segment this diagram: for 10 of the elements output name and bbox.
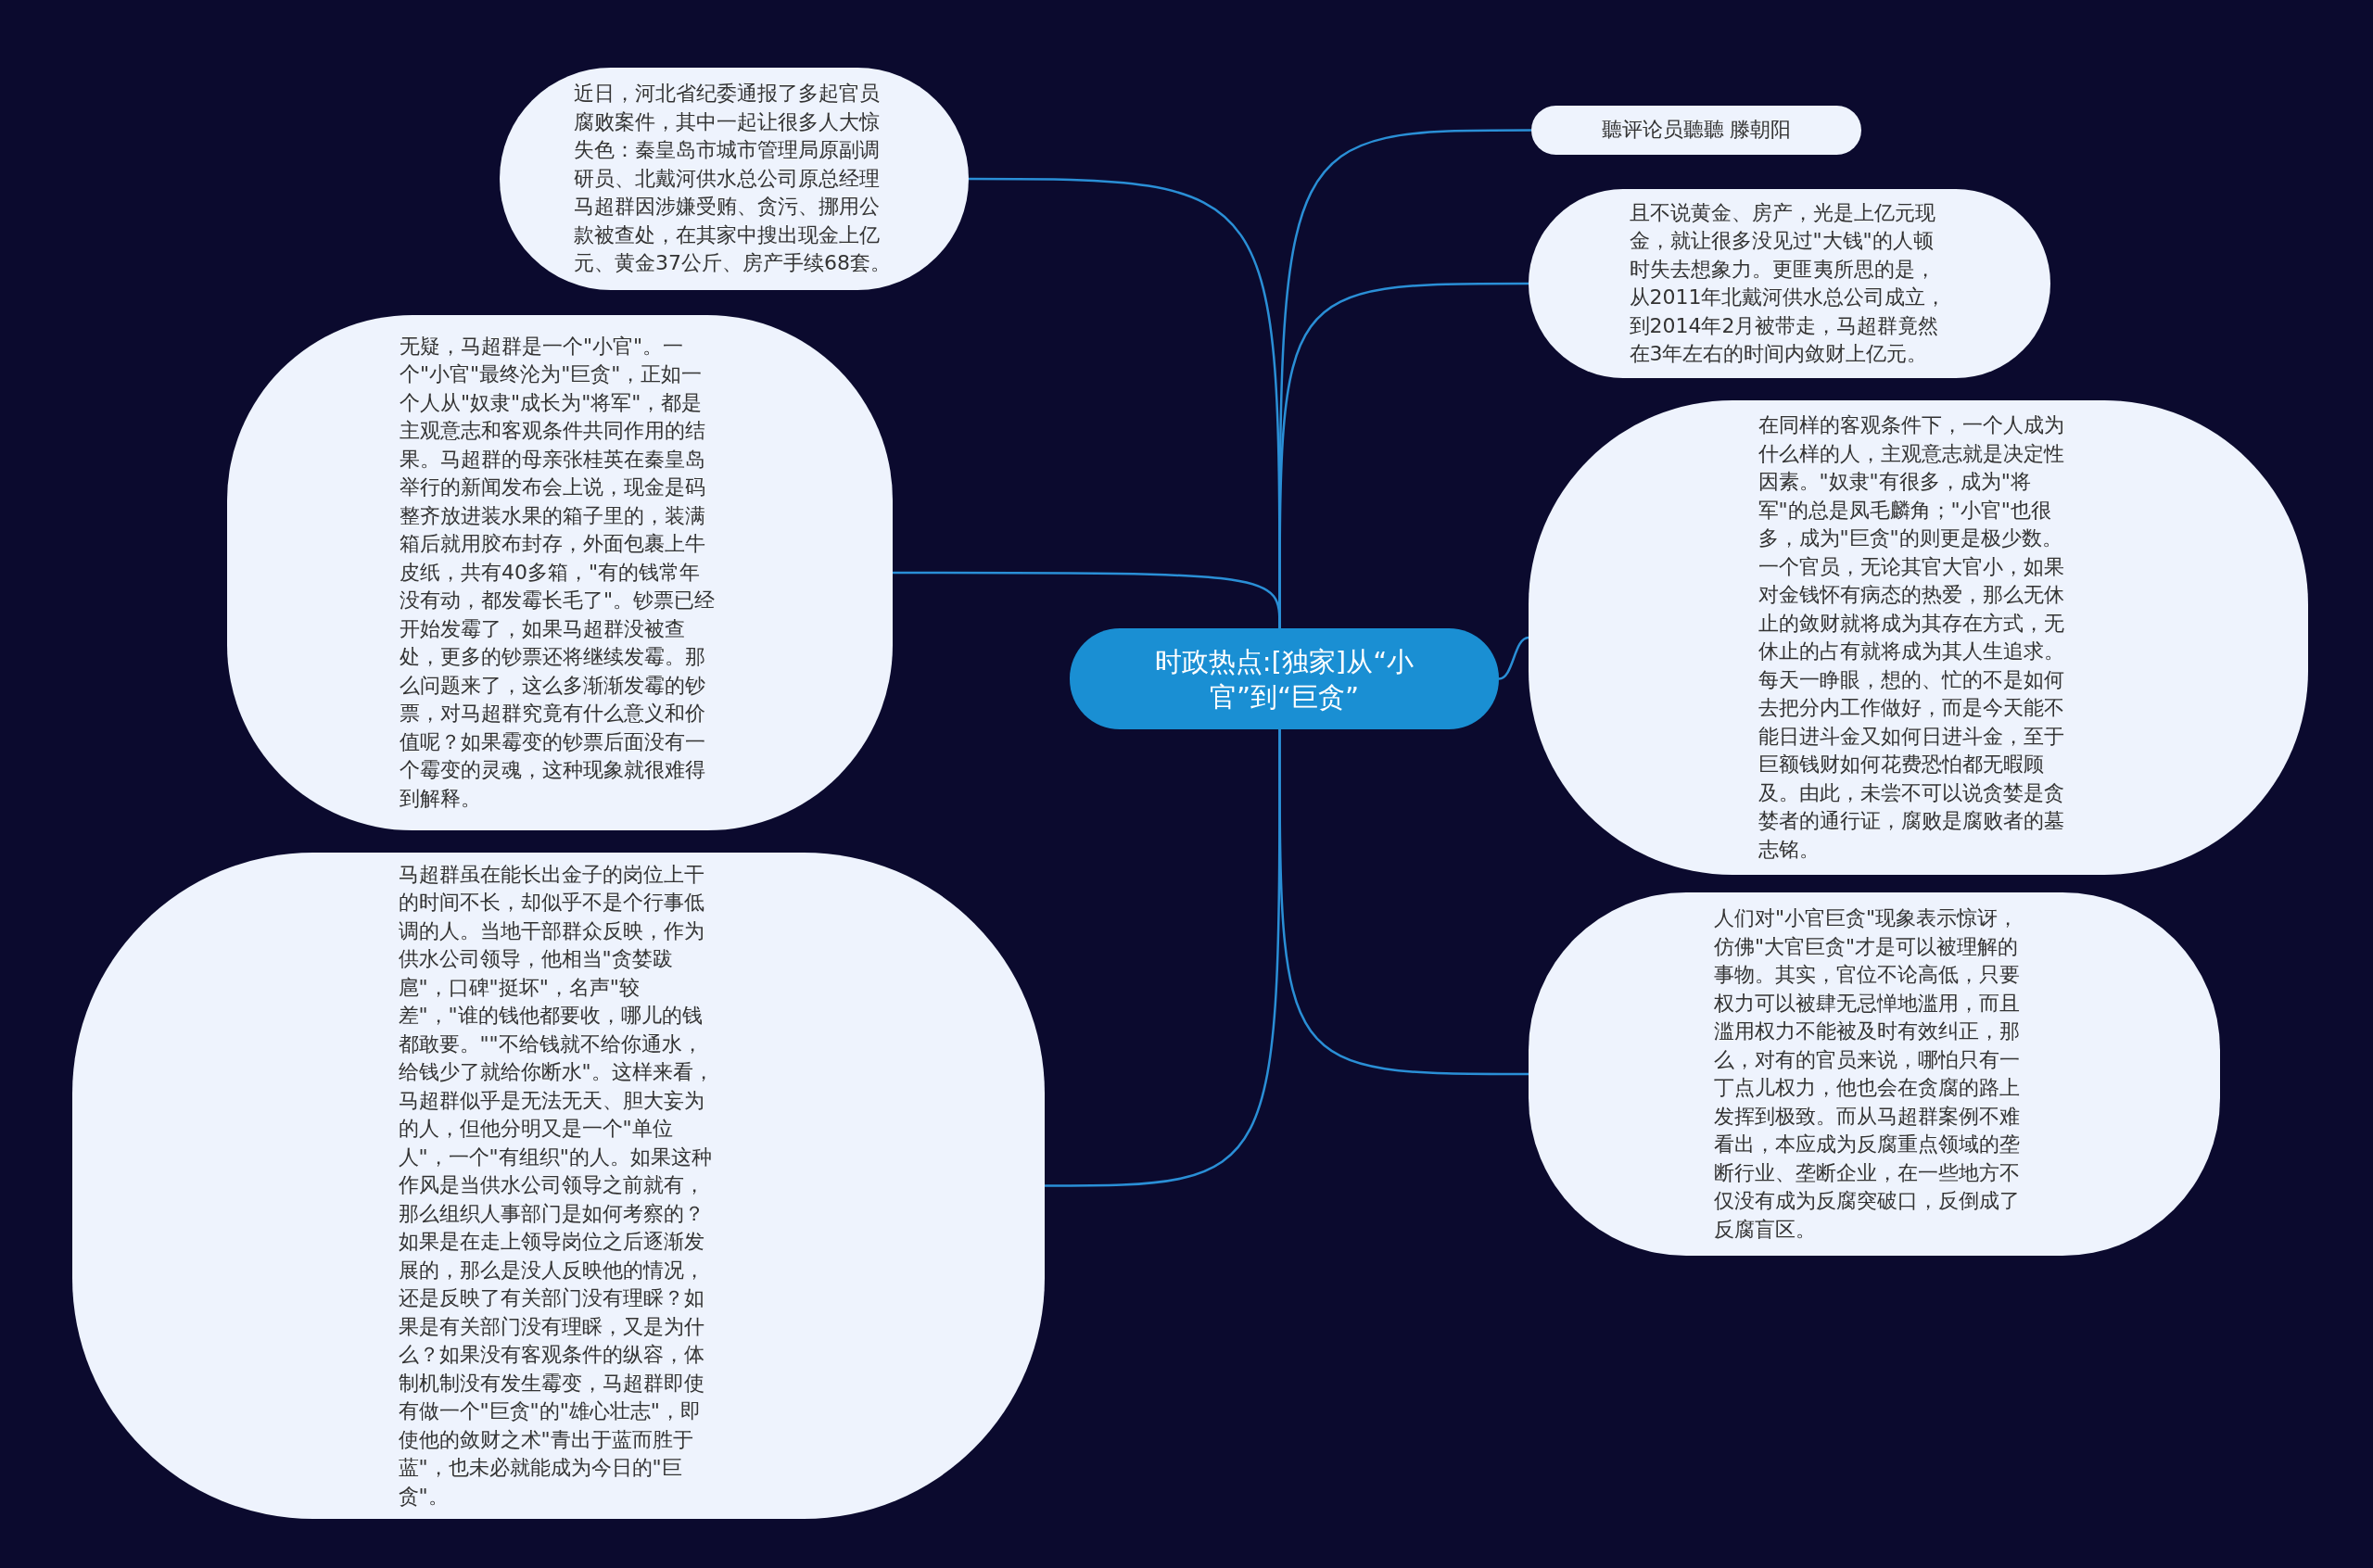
connector-line <box>1498 636 1529 680</box>
connector-line <box>1278 729 1529 1076</box>
topic-box: 时政热点:[独家]从“小官”到“巨贪” <box>1070 628 1499 729</box>
text-bubble: 马超群虽在能长出金子的岗位上干的时间不长，却似乎不是个行事低调的人。当地干部群众反映，作为供水公司领导，他相当"贪婪跋扈"，口碑"挺坏"，名声"较差"，"谁的钱他都要收，哪儿的钱都敢要。""不给钱就不给你通水，给钱少了就给你断水"。这样来看，马超群似乎是无法无天、胆大妄为的人，但他分明又是一个"单位人"，一个"有组织"的人。如果这种作风是当供水公司领导之前就有，那么组织人事部门是如何考察的？如果是在走上领导岗位之后逐渐发展的，那么是没人反映他的情况，还是反映了有关部门没有理睬？如果是有关部门没有理睬，又是为什么？如果没有客观条件的纵容，体制机制没有发生霉变，马超群即使有做一个"巨贪"的"雄心壮志"，即使他的敛财之术"青出于蓝而胜于蓝"，也未必就能成为今日的"巨贪"。 <box>72 853 1045 1519</box>
text-bubble: 且不说黄金、房产，光是上亿元现金，就让很多没见过"大钱"的人顿时失去想象力。更匪夷所思的是，从2011年北戴河供水总公司成立，到2014年2月被带走，马超群竟然在3年左右的时间内敛财上亿元。 <box>1529 189 2050 378</box>
text-bubble: 无疑，马超群是一个"小官"。一个"小官"最终沦为"巨贪"，正如一个人从"奴隶"成长为"将军"，都是主观意志和客观条件共同作用的结果。马超群的母亲张桂英在秦皇岛举行的新闻发布会上说，现金是码整齐放进装水果的箱子里的，装满箱后就用胶布封存，外面包裹上牛皮纸，共有40多箱，"有的钱常年没有动，都发霉长毛了"。钞票已经开始发霉了，如果马超群没被查处，更多的钞票还将继续发霉。那么问题来了，这么多渐渐发霉的钞票，对马超群究竟有什么意义和价值呢？如果霉变的钞票后面没有一个霉变的灵魂，这种现象就很难得到解释。 <box>227 315 893 830</box>
text-bubble: 近日，河北省纪委通报了多起官员腐败案件，其中一起让很多人大惊失色：秦皇岛市城市管理局原副调研员、北戴河供水总公司原总经理马超群因涉嫌受贿、贪污、挪用公款被查处，在其家中搜出现金上亿元、黄金37公斤、房产手续68套。 <box>500 68 969 290</box>
author-label: 聽评论员聽聽 滕朝阳 <box>1531 106 1861 155</box>
text-bubble: 在同样的客观条件下，一个人成为什么样的人，主观意志就是决定性因素。"奴隶"有很多，成为"将军"的总是凤毛麟角；"小官"也很多，成为"巨贪"的则更是极少数。一个官员，无论其官大官小，如果对金钱怀有病态的热爱，那么无休止的敛财就将成为其存在方式，无休止的占有就将成为其人生追求。每天一睁眼，想的、忙的不是如何去把分内工作做好，而是今天能不能日进斗金又如何日进斗金，至于巨额钱财如何花费恐怕都无暇顾及。由此，未尝不可以说贪婪是贪婪者的通行证，腐败是腐败者的墓志铭。 <box>1529 400 2308 875</box>
text-bubble: 人们对"小官巨贪"现象表示惊讶，仿佛"大官巨贪"才是可以被理解的事物。其实，官位不论高低，只要权力可以被肆无忌惮地滥用，而且滥用权力不能被及时有效纠正，那么，对有的官员来说，哪怕只有一丁点儿权力，他也会在贪腐的路上发挥到极致。而从马超群案例不难看出，本应成为反腐重点领域的垄断行业、垄断企业，在一些地方不仅没有成为反腐突破口，反倒成了反腐盲区。 <box>1529 892 2220 1256</box>
